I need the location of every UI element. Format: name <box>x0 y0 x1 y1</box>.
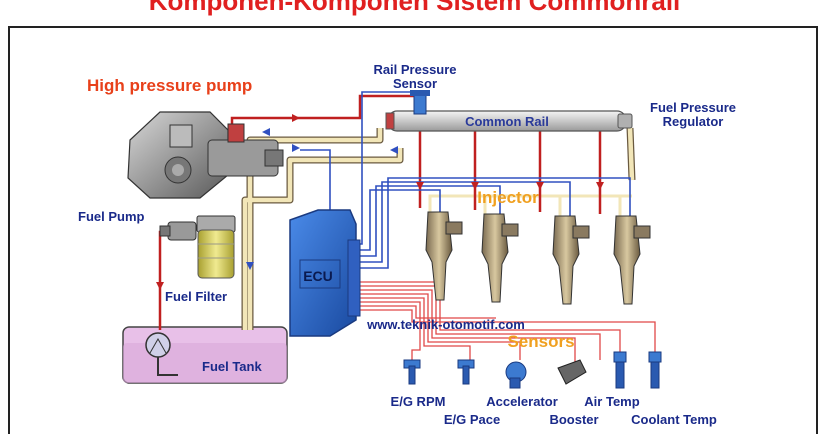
high-pressure-pump <box>127 111 284 199</box>
sensor-wiring <box>358 281 656 362</box>
fuel-tank-pump <box>145 332 178 376</box>
page-title: Komponen-Komponen Sistem Commonrail <box>148 0 681 16</box>
fuel-pressure-regulator-label-2: Regulator <box>663 114 724 129</box>
high-pressure-pump-label: High pressure pump <box>87 76 252 95</box>
fuel-tank-label: Fuel Tank <box>202 359 262 374</box>
sensor-coolant-temp <box>648 351 662 389</box>
rail-pressure-sensor-label-2: Sensor <box>393 76 437 91</box>
eg-rpm-label: E/G RPM <box>391 394 446 409</box>
fuel-pressure-regulator-label-1: Fuel Pressure <box>650 100 736 115</box>
rail-pressure-sensor-label-1: Rail Pressure <box>373 62 456 77</box>
fuel-filter-label: Fuel Filter <box>165 289 227 304</box>
sensor-accelerator <box>505 361 527 389</box>
website-label: www.teknik-otomotif.com <box>366 317 525 332</box>
fuel-pump-label: Fuel Pump <box>78 209 145 224</box>
ecu-label: ECU <box>303 268 333 284</box>
eg-pace-label: E/G Pace <box>444 412 500 427</box>
injector-1 <box>425 211 463 301</box>
ecu <box>289 209 361 337</box>
fuel-filter <box>196 215 236 279</box>
coolant-temp-label: Coolant Temp <box>631 412 717 427</box>
injector-4 <box>613 215 651 305</box>
flow-arrows <box>156 114 604 290</box>
sensor-eg-rpm <box>403 359 421 385</box>
accelerator-label: Accelerator <box>486 394 558 409</box>
air-temp-label: Air Temp <box>584 394 639 409</box>
common-rail-label: Common Rail <box>465 114 549 129</box>
sensors-label: Sensors <box>507 332 574 351</box>
booster-label: Booster <box>549 412 598 427</box>
injector-2 <box>481 213 519 303</box>
common-rail <box>385 110 633 132</box>
diagram-frame <box>8 26 818 434</box>
fuel-tank <box>122 326 288 384</box>
sensor-air-temp <box>613 351 627 389</box>
sensor-eg-pace <box>457 359 475 385</box>
rail-pressure-sensor <box>410 90 430 115</box>
injector-label: Injector <box>477 188 539 207</box>
injector-3 <box>552 215 590 305</box>
fuel-pump <box>159 221 197 241</box>
sensor-booster <box>557 359 587 385</box>
